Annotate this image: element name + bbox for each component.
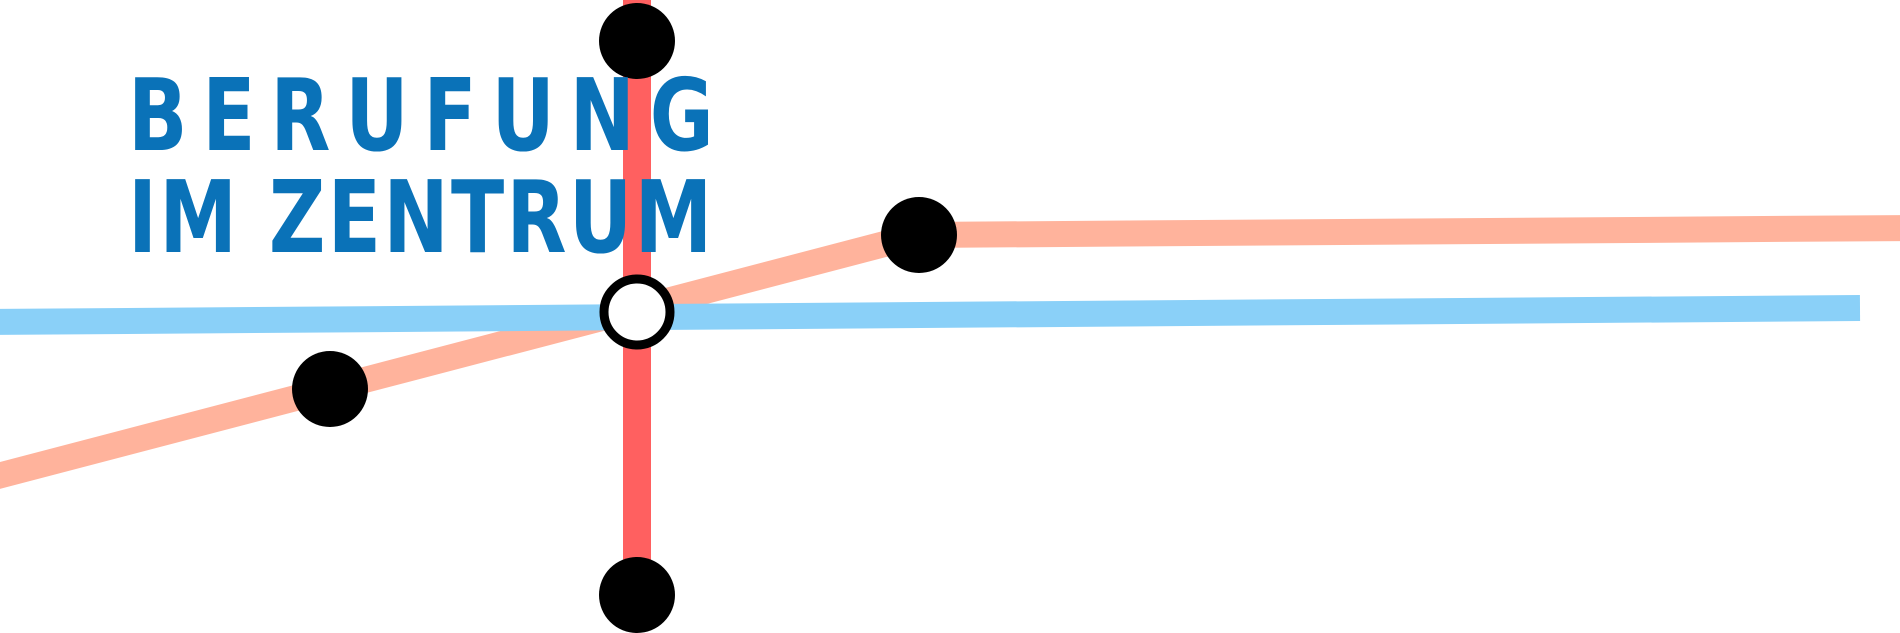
station-right <box>881 197 957 273</box>
logo-line-1: BERUFUNG <box>128 57 729 174</box>
berufung-im-zentrum-logo: BERUFUNG IM ZENTRUM <box>128 66 729 270</box>
station-interchange <box>599 274 675 350</box>
station-top <box>599 3 675 79</box>
station-left <box>292 351 368 427</box>
station-bottom <box>599 557 675 633</box>
blue-line <box>0 295 1861 335</box>
logo-line-2: IM ZENTRUM <box>128 159 715 276</box>
